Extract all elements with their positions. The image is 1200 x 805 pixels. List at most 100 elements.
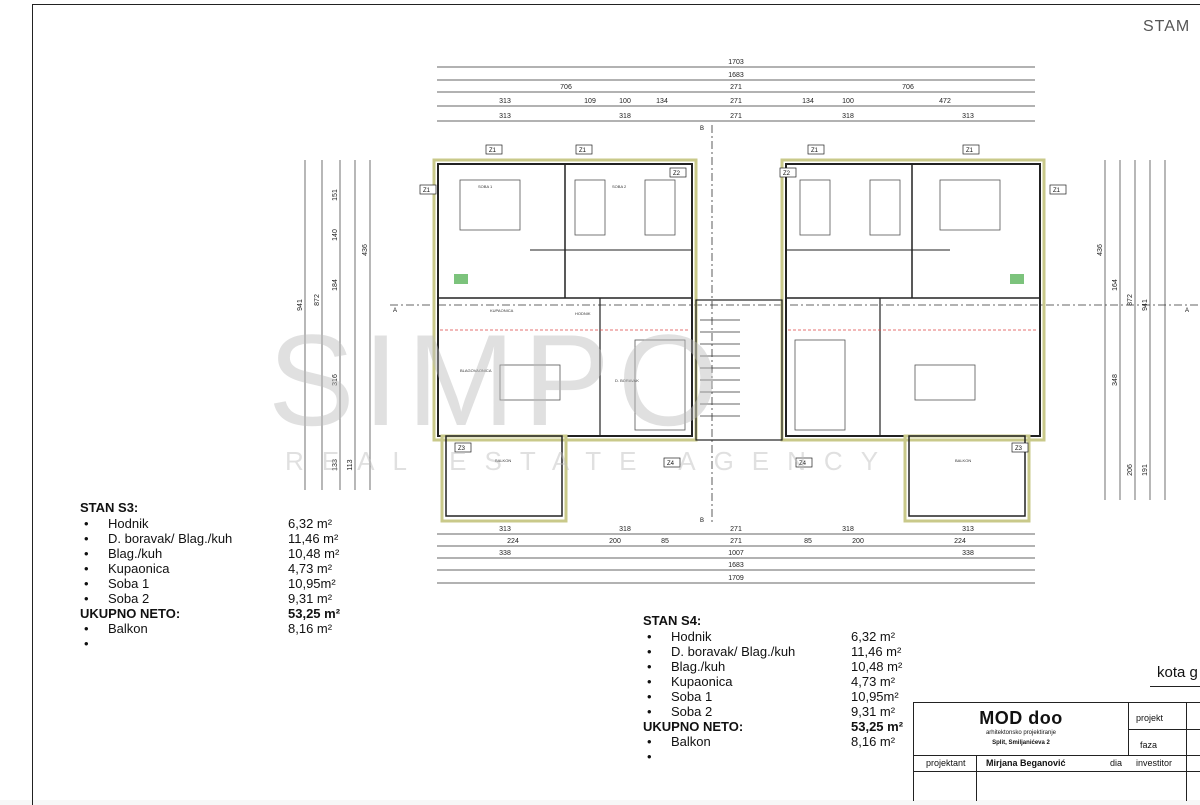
room-label: KUPAONICA (490, 308, 514, 313)
dimension-label: 271 (730, 84, 742, 91)
projektant-name: Mirjana Beganović (986, 758, 1066, 768)
top-dimension-lines (437, 66, 1035, 122)
dimension-label: 100 (842, 98, 854, 105)
section-letter: A (393, 308, 397, 314)
watermark-logo: SIMPO (268, 307, 727, 453)
title-block: MOD doo arhitektonsko projektiranje Spli… (913, 702, 1200, 801)
room-label: D. BORAVAK (615, 378, 639, 383)
dimension-label: 318 (619, 526, 631, 533)
dimension-label: 338 (962, 550, 974, 557)
dimension-label: 313 (962, 113, 974, 120)
window-tag: Z1 (1053, 188, 1061, 194)
drawing-frame (32, 4, 1200, 805)
dimension-label: 271 (730, 98, 742, 105)
window-tag: Z2 (783, 171, 791, 177)
dimension-label: 472 (939, 98, 951, 105)
room-label: BALKON (495, 458, 511, 463)
window-tag: Z1 (966, 148, 974, 154)
dimension-label: 134 (656, 98, 668, 105)
window-tag: Z2 (673, 171, 681, 177)
window-tag: Z3 (1015, 446, 1023, 452)
schedule-total: UKUPNO NETO:53,25 m² (643, 719, 904, 734)
dimension-label: 85 (804, 538, 812, 545)
company-address: Split, Smiljanićeva 2 (992, 740, 1050, 746)
dimension-label: 184 (332, 279, 339, 291)
dimension-label: 872 (314, 294, 321, 306)
level-underline (1150, 686, 1200, 687)
dimension-label: 224 (954, 538, 966, 545)
room-label: SOBA 1 (478, 184, 493, 189)
schedule-row: • (84, 636, 89, 651)
dimension-label: 706 (560, 84, 572, 91)
dimension-label: 313 (499, 526, 511, 533)
right-dimension-lines (1104, 160, 1166, 500)
room-label: BLAGOVAONICA (460, 368, 492, 373)
left-dimension-lines (304, 160, 371, 490)
projektant-label: projektant (926, 758, 966, 768)
section-letter: B (700, 126, 704, 132)
dia-label: dia (1110, 758, 1123, 768)
dimension-label: 164 (1112, 279, 1119, 291)
room-label: SOBA 2 (612, 184, 627, 189)
stamp-label: STAM (1143, 18, 1191, 35)
dimension-label: 191 (1142, 464, 1149, 476)
dimension-label: 1683 (728, 562, 744, 569)
dimension-label: 316 (332, 374, 339, 386)
dimension-label: 271 (730, 113, 742, 120)
window-tag: Z4 (799, 461, 807, 467)
dimension-label: 271 (730, 526, 742, 533)
window-tag: Z1 (811, 148, 819, 154)
dimension-label: 313 (962, 526, 974, 533)
dimension-label: 109 (584, 98, 596, 105)
schedule-row: • (647, 749, 652, 764)
dimension-label: 436 (362, 244, 369, 256)
dimension-label: 318 (842, 526, 854, 533)
section-letter: B (700, 518, 704, 524)
schedule-title: STAN S4: (643, 613, 702, 628)
window-tags: Z1 Z1 Z1 Z1 Z1 Z1 Z4 Z4 Z3 Z3 Z2 Z2 (419, 144, 1067, 468)
room-label: BALKON (955, 458, 971, 463)
dimension-label: 348 (1112, 374, 1119, 386)
dimension-label: 140 (332, 229, 339, 241)
dimension-label: 100 (619, 98, 631, 105)
dimension-label: 85 (661, 538, 669, 545)
window-tag: Z1 (423, 188, 431, 194)
dimension-label: 206 (1127, 464, 1134, 476)
projekt-label: projekt (1136, 713, 1164, 723)
investitor-label: investitor (1136, 758, 1173, 768)
dimension-label: 313 (499, 113, 511, 120)
section-letter: A (1185, 308, 1189, 314)
dimension-label: 1683 (728, 72, 744, 79)
window-tag: Z1 (579, 148, 587, 154)
dimension-label: 313 (499, 98, 511, 105)
dimension-label: 224 (507, 538, 519, 545)
dimension-label: 200 (852, 538, 864, 545)
schedule-total: UKUPNO NETO:53,25 m² (80, 606, 341, 621)
dimension-label: 113 (347, 459, 354, 470)
watermark-subtitle: REAL ESTATE AGENCY (285, 446, 896, 476)
dimension-label: 271 (730, 538, 742, 545)
dimension-label: 318 (619, 113, 631, 120)
company-box: MOD doo arhitektonsko projektiranje Spli… (914, 703, 1129, 756)
dimension-label: 1709 (728, 575, 744, 582)
window-tag: Z3 (458, 446, 466, 452)
window-tag: Z4 (667, 461, 675, 467)
dimension-label: 1007 (728, 550, 744, 557)
dimension-label: 200 (609, 538, 621, 545)
level-label: kota g (1157, 664, 1198, 681)
faza-label: faza (1140, 740, 1158, 750)
